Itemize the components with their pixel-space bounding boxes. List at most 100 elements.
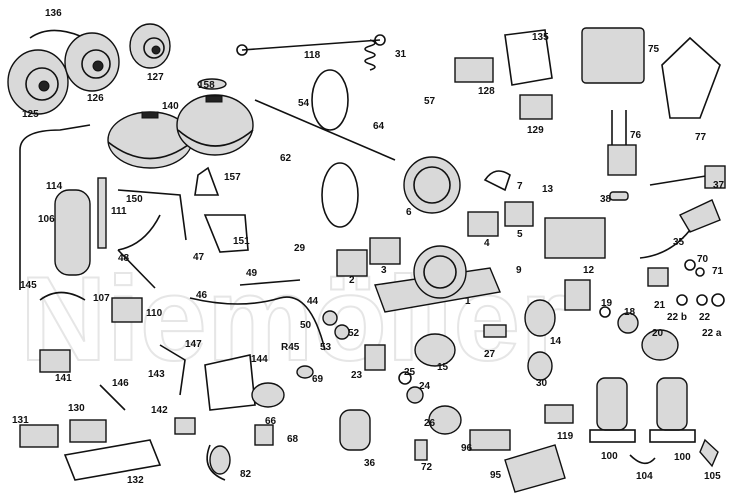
bulb-70 bbox=[684, 259, 696, 271]
relay-129 bbox=[519, 94, 553, 120]
label-4: 4 bbox=[484, 238, 490, 249]
wire-146 bbox=[99, 384, 126, 411]
rod-49 bbox=[239, 279, 301, 286]
horn-140-right bbox=[176, 94, 254, 156]
label-132: 132 bbox=[127, 475, 144, 486]
label-106: 106 bbox=[38, 214, 55, 225]
label-111: 111 bbox=[111, 206, 127, 217]
label-53: 53 bbox=[320, 342, 332, 353]
nut-52 bbox=[334, 324, 350, 340]
bracket-143 bbox=[159, 344, 186, 396]
washer-22 bbox=[696, 294, 708, 306]
label-23: 23 bbox=[351, 370, 363, 381]
wire-82 bbox=[206, 444, 226, 481]
switch-16 bbox=[564, 279, 591, 311]
label-100a: 100 bbox=[601, 451, 618, 462]
nut-50 bbox=[322, 310, 338, 326]
nut-24 bbox=[406, 386, 424, 404]
speedo-cable-54 bbox=[311, 69, 349, 131]
label-71: 71 bbox=[712, 266, 724, 277]
label-128: 128 bbox=[478, 86, 495, 97]
label-146: 146 bbox=[112, 378, 129, 389]
horn-126 bbox=[64, 32, 120, 92]
harness-145 bbox=[19, 124, 91, 290]
flasher-36 bbox=[339, 409, 371, 451]
cap-20 bbox=[641, 329, 679, 361]
label-77: 77 bbox=[695, 132, 707, 143]
label-14: 14 bbox=[550, 336, 562, 347]
label-126: 126 bbox=[87, 93, 104, 104]
fuse-38 bbox=[609, 191, 629, 201]
wire-35 bbox=[639, 229, 691, 259]
coil-106 bbox=[54, 189, 91, 276]
label-3: 3 bbox=[381, 265, 387, 276]
horn-125 bbox=[7, 49, 69, 115]
label-36: 36 bbox=[364, 458, 376, 469]
label-135: 135 bbox=[532, 32, 549, 43]
label-66: 66 bbox=[265, 416, 277, 427]
label-151: 151 bbox=[233, 236, 250, 247]
switch-21 bbox=[647, 267, 669, 287]
label-76: 76 bbox=[630, 130, 642, 141]
cap-69 bbox=[296, 365, 314, 379]
label-29: 29 bbox=[294, 243, 306, 254]
bulb-27 bbox=[483, 324, 507, 338]
relay-141 bbox=[39, 349, 71, 373]
probe-37 bbox=[649, 174, 713, 186]
label-110: 110 bbox=[146, 308, 163, 319]
regulator-75 bbox=[581, 27, 645, 84]
label-144: 144 bbox=[251, 354, 268, 365]
gauge-4 bbox=[467, 211, 499, 237]
label-30: 30 bbox=[536, 378, 548, 389]
cable-54-run bbox=[254, 99, 396, 161]
label-72: 72 bbox=[421, 462, 433, 473]
spring-31 bbox=[364, 39, 376, 71]
label-24: 24 bbox=[419, 381, 431, 392]
plug-105 bbox=[699, 438, 719, 468]
horn-127 bbox=[129, 23, 171, 69]
label-2: 2 bbox=[349, 275, 355, 286]
bulb-71 bbox=[695, 267, 705, 277]
label-157: 157 bbox=[224, 172, 241, 183]
label-62: 62 bbox=[280, 153, 292, 164]
label-38: 38 bbox=[600, 194, 612, 205]
label-114: 114 bbox=[46, 181, 63, 192]
washer-25 bbox=[398, 371, 412, 385]
label-104: 104 bbox=[636, 471, 653, 482]
switch-15 bbox=[414, 333, 456, 367]
label-31: 31 bbox=[395, 49, 407, 60]
label-44: 44 bbox=[307, 296, 319, 307]
relay-131 bbox=[19, 424, 59, 448]
cable-118 bbox=[241, 39, 381, 51]
label-18: 18 bbox=[624, 307, 636, 318]
bar-111 bbox=[97, 177, 107, 249]
label-52: 52 bbox=[348, 328, 360, 339]
plate-144 bbox=[204, 354, 256, 411]
label-48: 48 bbox=[118, 253, 130, 264]
box-110 bbox=[111, 297, 143, 323]
switch-23 bbox=[364, 344, 386, 371]
label-49: 49 bbox=[246, 268, 258, 279]
label-105: 105 bbox=[704, 471, 721, 482]
label-96: 96 bbox=[461, 443, 473, 454]
panel-96 bbox=[469, 429, 511, 451]
label-22: 22 bbox=[699, 312, 711, 323]
label-47: 47 bbox=[193, 252, 205, 263]
hose-48 bbox=[117, 214, 161, 251]
boot-157 bbox=[194, 166, 220, 196]
label-143: 143 bbox=[148, 369, 165, 380]
washer-22b bbox=[676, 294, 688, 306]
label-1: 1 bbox=[465, 296, 471, 307]
speedometer-6 bbox=[403, 156, 461, 214]
label-21: 21 bbox=[654, 300, 666, 311]
panel-95 bbox=[504, 444, 566, 493]
lamp-35 bbox=[679, 199, 721, 233]
label-19: 19 bbox=[601, 298, 613, 309]
gauge-2 bbox=[336, 249, 368, 277]
label-6: 6 bbox=[406, 207, 412, 218]
switch-7 bbox=[483, 170, 511, 192]
label-130: 130 bbox=[68, 403, 85, 414]
label-64: 64 bbox=[373, 121, 385, 132]
label-37: 37 bbox=[713, 180, 725, 191]
